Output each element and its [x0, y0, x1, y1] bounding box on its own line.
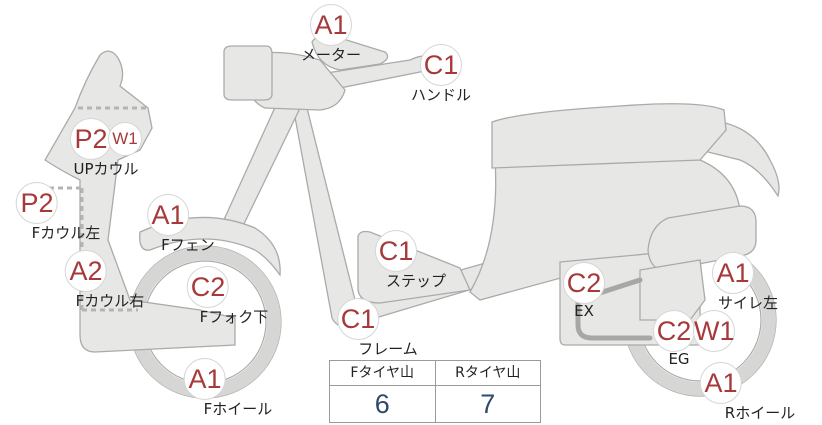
- part-label: サイレ左: [717, 294, 779, 312]
- part-label: Fフェン: [161, 236, 215, 254]
- tire-tread-table: Fタイヤ山 Rタイヤ山 6 7: [329, 360, 541, 423]
- part-label: UPカウル: [73, 160, 139, 178]
- part-label: フレーム: [358, 340, 418, 358]
- callout-up-cowl: P2 W1 UPカウル: [70, 118, 142, 179]
- callout-eg: C2 W1 EG: [653, 310, 735, 368]
- tire-table-header-row: Fタイヤ山 Rタイヤ山: [330, 361, 540, 386]
- part-label: Fホイール: [203, 400, 273, 418]
- engine-shape: [639, 259, 706, 321]
- code-badge: C2: [563, 262, 605, 304]
- part-label: Fカウル右: [75, 292, 145, 310]
- callout-f-fork-lower: C2 Fフォク下: [186, 266, 269, 327]
- code-badge: A1: [146, 194, 189, 236]
- rear-tire-value: 7: [434, 386, 541, 423]
- part-label: Fカウル左: [31, 224, 101, 242]
- callout-f-wheel: A1 Fホイール: [183, 358, 273, 419]
- part-label: Rホイール: [724, 404, 796, 422]
- code-badge: W1: [693, 310, 735, 352]
- code-badge: W1: [108, 122, 142, 156]
- front-tire-header: Fタイヤ山: [350, 365, 415, 381]
- code-badge: A1: [711, 252, 754, 294]
- front-tire-value: 6: [374, 389, 390, 419]
- code-badge: C1: [337, 298, 379, 340]
- part-label: EX: [574, 302, 594, 320]
- part-label: ハンドル: [410, 86, 472, 104]
- tire-table-value-row: 6 7: [330, 386, 540, 423]
- rear-tire-header: Rタイヤ山: [434, 361, 541, 385]
- code-badge: C1: [374, 230, 417, 272]
- callout-frame: C1 フレーム: [337, 298, 418, 359]
- steering-frame-shape: [221, 91, 305, 233]
- callout-step: C1 ステップ: [374, 230, 447, 291]
- callout-ex: C2 EX: [563, 262, 605, 320]
- callout-meter: A1 メーター: [301, 4, 361, 65]
- seat-shape: [491, 103, 727, 169]
- part-label: メーター: [300, 46, 362, 64]
- code-badge: A1: [700, 362, 742, 404]
- code-badge: C1: [419, 44, 462, 86]
- callout-silencer-left: A1 サイレ左: [711, 252, 779, 313]
- callout-f-cowl-right: A2 Fカウル右: [64, 250, 145, 311]
- part-label: EG: [668, 350, 690, 368]
- part-label: ステップ: [385, 272, 447, 290]
- code-badge: A2: [64, 250, 107, 292]
- callout-f-fender: A1 Fフェン: [146, 194, 215, 255]
- exhaust-pipe-shape: [575, 297, 653, 341]
- code-badge: A1: [183, 358, 226, 400]
- callout-f-cowl-left: P2 Fカウル左: [15, 182, 101, 243]
- tail-shape: [699, 119, 780, 198]
- headlight-shape: [223, 45, 273, 101]
- callout-handle: C1 ハンドル: [411, 44, 471, 105]
- code-badge: A1: [309, 4, 352, 46]
- code-badge: P2: [70, 118, 112, 160]
- code-badge: C2: [653, 310, 695, 352]
- part-label: Fフォク下: [199, 308, 269, 326]
- code-badge: C2: [186, 266, 229, 308]
- code-badge: P2: [15, 182, 58, 224]
- callout-r-wheel: A1 Rホイール: [700, 362, 796, 423]
